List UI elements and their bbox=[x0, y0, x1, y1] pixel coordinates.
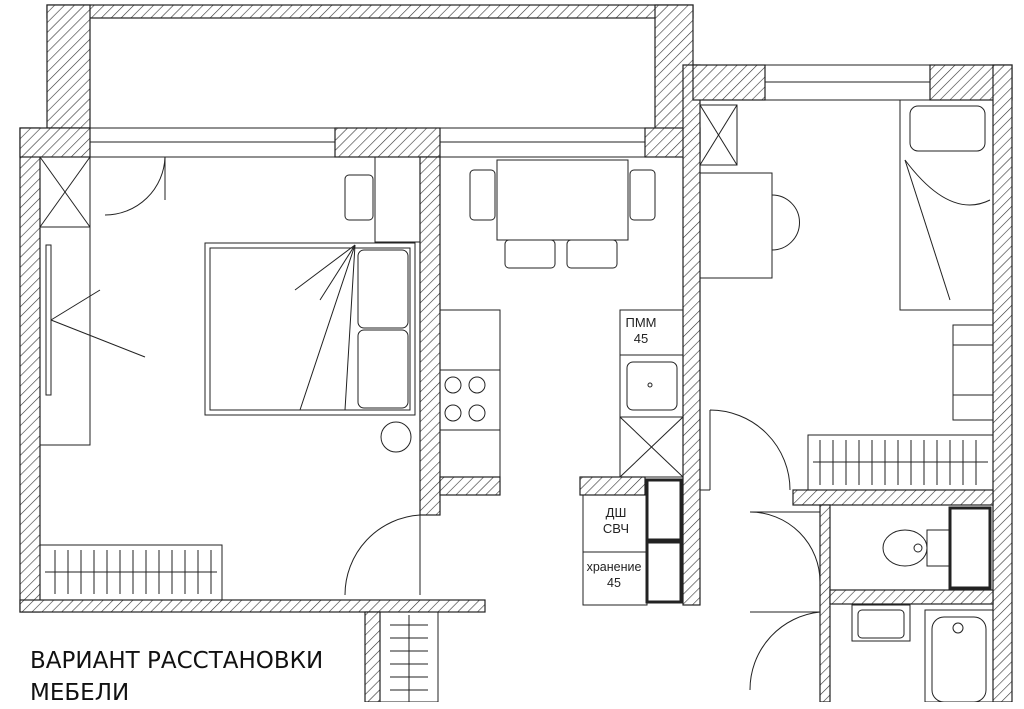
right-room-wardrobe bbox=[807, 434, 994, 491]
bedroom-top-wall-left bbox=[19, 127, 91, 158]
storage-width: 45 bbox=[607, 576, 621, 590]
balcony-top-wall bbox=[46, 4, 694, 19]
tall-cabinets bbox=[582, 478, 683, 606]
bedroom-door-swing bbox=[344, 514, 421, 596]
toilet-bath-divider bbox=[829, 589, 994, 605]
caption-line-1: ВАРИАНТ РАССТАНОВКИ bbox=[30, 648, 324, 674]
corridor-wall bbox=[364, 611, 381, 702]
storage-name: хранение bbox=[586, 560, 642, 574]
kitchen-counter bbox=[619, 309, 684, 478]
bedroom-top-wall-mid bbox=[334, 127, 441, 158]
vent-shaft-left bbox=[39, 156, 91, 228]
balcony-door-swing bbox=[104, 156, 166, 216]
bedroom-wardrobe-bottom bbox=[39, 544, 223, 601]
dishwasher-name: ПММ bbox=[625, 315, 657, 330]
bathroom-left-wall bbox=[819, 504, 831, 702]
kitchen-right-wall bbox=[682, 64, 701, 606]
bedroom-kitchen-partition bbox=[419, 156, 441, 516]
bathtub bbox=[924, 609, 994, 702]
kitchen-bottom-wall-right bbox=[579, 476, 646, 496]
right-room-door-swing bbox=[709, 409, 791, 491]
bottom-wall bbox=[19, 599, 486, 613]
storage-label: хранение 45 bbox=[580, 559, 648, 591]
corridor-wardrobe bbox=[379, 611, 439, 702]
washbasin bbox=[851, 604, 911, 642]
bath-door-swing bbox=[749, 611, 821, 691]
dishwasher-label: ПММ 45 bbox=[620, 315, 662, 347]
desk-right-room bbox=[699, 172, 800, 279]
plan-caption: ВАРИАНТ РАССТАНОВКИ МЕБЕЛИ bbox=[30, 645, 323, 709]
shelf-right-room bbox=[952, 324, 994, 421]
appliance-label: ДШ СВЧ bbox=[585, 505, 647, 537]
toilet bbox=[882, 506, 992, 590]
left-outer-wall bbox=[19, 127, 41, 613]
bedroom-wardrobe bbox=[39, 226, 146, 446]
right-outer-wall bbox=[992, 64, 1013, 702]
toilet-door-swing bbox=[749, 511, 821, 583]
microwave-label: СВЧ bbox=[602, 521, 630, 536]
double-bed bbox=[204, 242, 416, 416]
kitchen-bottom-wall-left bbox=[439, 476, 501, 496]
balcony-left-wall bbox=[46, 4, 91, 129]
room-bath-wall bbox=[792, 489, 994, 506]
nightstand-lamp bbox=[380, 421, 412, 453]
dining-table bbox=[469, 159, 656, 269]
stove bbox=[439, 309, 501, 478]
dishwasher-width: 45 bbox=[633, 331, 649, 346]
caption-line-2: МЕБЕЛИ bbox=[30, 680, 130, 706]
oven-label: ДШ bbox=[605, 505, 627, 520]
desk-bedroom bbox=[344, 156, 421, 243]
single-bed bbox=[899, 99, 994, 311]
right-room-top-wall-left bbox=[692, 64, 766, 101]
vent-shaft-right bbox=[699, 104, 738, 166]
